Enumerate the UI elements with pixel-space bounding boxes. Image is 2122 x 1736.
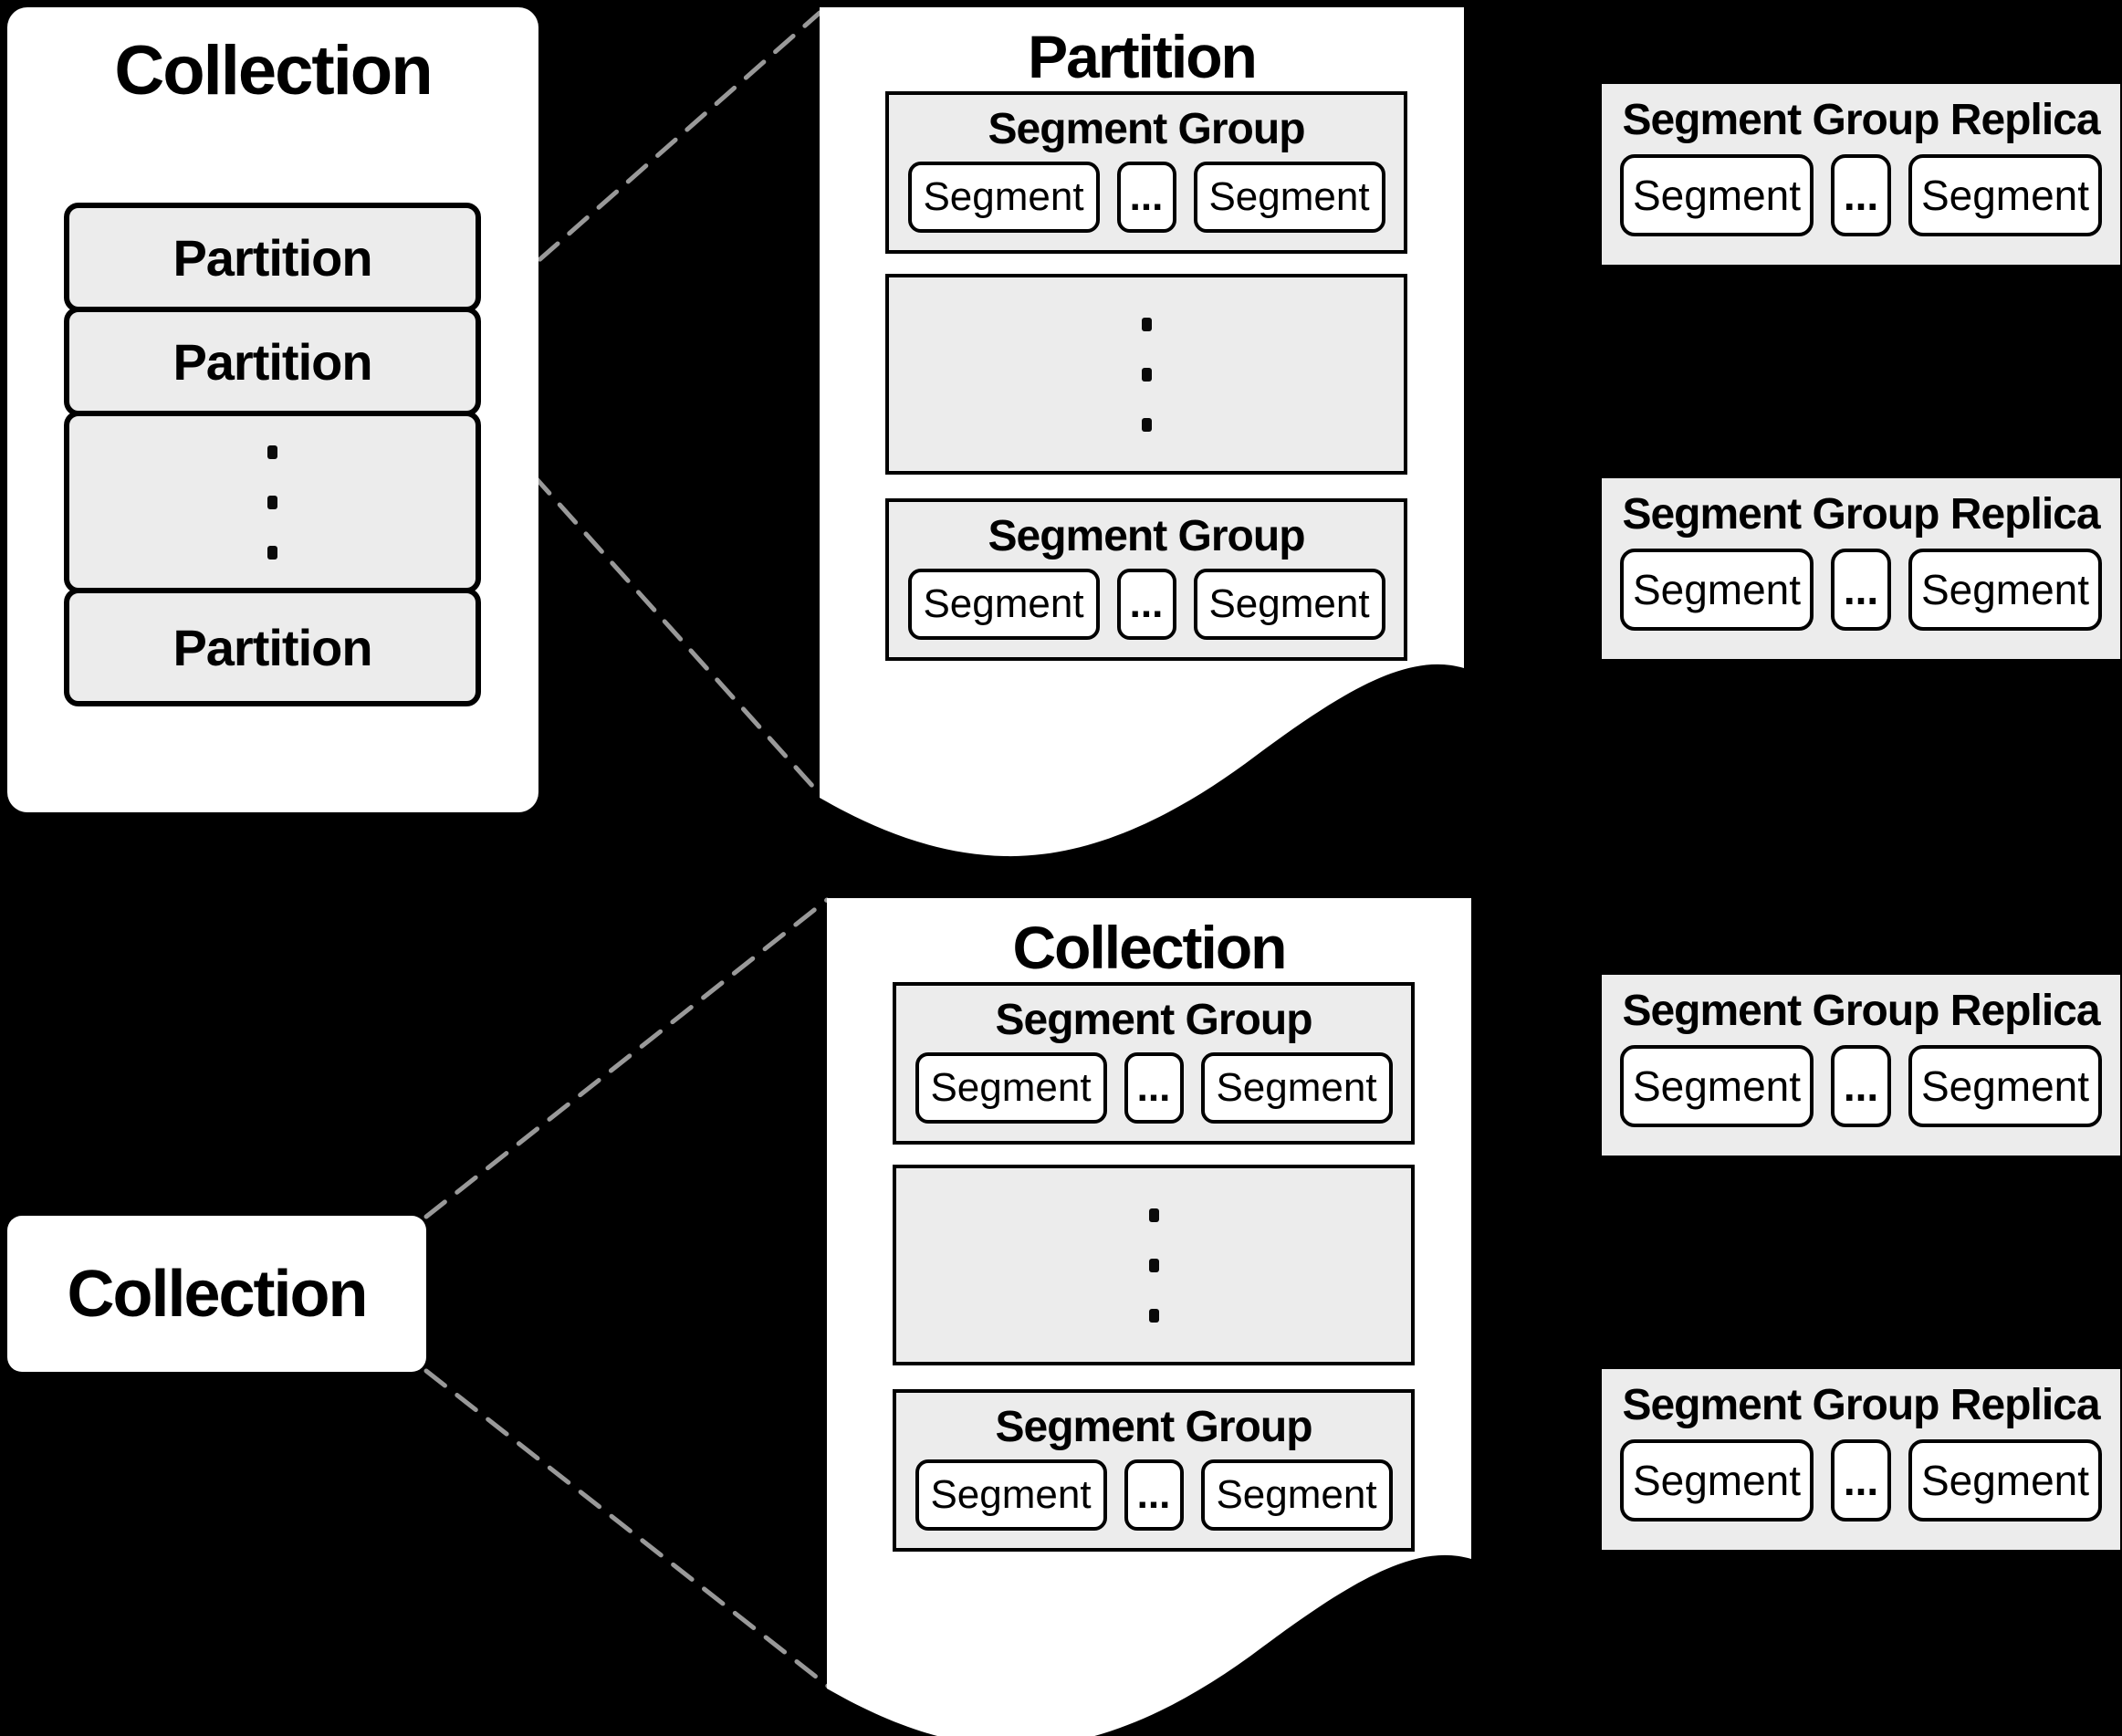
ellipsis-box: ...: [1831, 1439, 1891, 1522]
segment-box: Segment: [1620, 1045, 1814, 1127]
replica-title: Segment Group Replica: [1622, 1381, 2100, 1429]
segment-box: Segment: [1908, 154, 2102, 236]
partition-label: Partition: [172, 618, 372, 676]
ellipsis-box: ...: [1116, 569, 1176, 640]
segment-group-box: Segment Group Segment ... Segment: [885, 498, 1407, 661]
segment-box: Segment: [1620, 154, 1814, 236]
partition-stack: Partition Partition Partition: [64, 203, 481, 706]
partition-box: Partition: [64, 203, 481, 312]
segment-box: Segment: [1193, 162, 1385, 233]
segment-group-replica-box: Segment Group Replica Segment ... Segmen…: [1602, 478, 2120, 659]
partition-detail-title: Partition: [1028, 23, 1258, 90]
segment-group-title: Segment Group: [988, 512, 1305, 560]
segment-group-title: Segment Group: [995, 1403, 1312, 1451]
segment-box: Segment: [1620, 1439, 1814, 1522]
segment-box: Segment: [1908, 1439, 2102, 1522]
segment-row: Segment ... Segment: [1602, 549, 2120, 631]
segment-box: Segment: [915, 1459, 1107, 1531]
segment-group-replica-box: Segment Group Replica Segment ... Segmen…: [1602, 1369, 2120, 1550]
ellipsis-box: ...: [1116, 162, 1176, 233]
ellipsis-box: ...: [1831, 154, 1891, 236]
collection-box: Collection: [7, 1216, 426, 1372]
replica-title: Segment Group Replica: [1622, 96, 2100, 144]
collection-panel: Collection Partition Partition Partition: [7, 7, 538, 812]
replica-title: Segment Group Replica: [1622, 987, 2100, 1035]
partition-label: Partition: [172, 332, 372, 391]
ellipsis-dot: [1148, 1258, 1159, 1272]
ellipsis-box: ...: [1831, 549, 1891, 631]
segment-box: Segment: [1200, 1052, 1393, 1124]
segment-box: Segment: [1908, 549, 2102, 631]
ellipsis-box: ...: [1124, 1052, 1184, 1124]
segment-box: Segment: [915, 1052, 1107, 1124]
collection-box-title: Collection: [67, 1257, 368, 1331]
segment-group-replica-box: Segment Group Replica Segment ... Segmen…: [1602, 84, 2120, 265]
ellipsis-dot: [267, 495, 277, 509]
vertical-ellipsis-box: [885, 274, 1407, 475]
ellipsis-dot: [1141, 367, 1152, 382]
segment-box: Segment: [1908, 1045, 2102, 1127]
vertical-ellipsis-box: [64, 411, 481, 593]
segment-row: Segment ... Segment: [889, 569, 1404, 640]
partition-box: Partition: [64, 588, 481, 706]
segment-row: Segment ... Segment: [1602, 1045, 2120, 1127]
segment-group-title: Segment Group: [995, 996, 1312, 1044]
ellipsis-dot: [1141, 317, 1152, 331]
collection-panel-title: Collection: [114, 32, 433, 110]
segment-row: Segment ... Segment: [896, 1052, 1411, 1124]
segment-group-box: Segment Group Segment ... Segment: [893, 982, 1415, 1145]
ellipsis-box: ...: [1831, 1045, 1891, 1127]
ellipsis-dot: [1148, 1308, 1159, 1323]
segment-row: Segment ... Segment: [896, 1459, 1411, 1531]
segment-group-box: Segment Group Segment ... Segment: [893, 1389, 1415, 1552]
segment-box: Segment: [907, 162, 1100, 233]
connector-collection-bottom: [423, 1368, 831, 1689]
connector-collection-top: [423, 897, 830, 1219]
vertical-ellipsis-box: [893, 1165, 1415, 1365]
segment-group-title: Segment Group: [988, 105, 1305, 153]
segment-group-replica-box: Segment Group Replica Segment ... Segmen…: [1602, 975, 2120, 1156]
segment-row: Segment ... Segment: [1602, 154, 2120, 236]
ellipsis-dot: [267, 545, 277, 559]
segment-box: Segment: [1193, 569, 1385, 640]
segment-box: Segment: [1200, 1459, 1393, 1531]
segment-group-box: Segment Group Segment ... Segment: [885, 91, 1407, 254]
segment-box: Segment: [907, 569, 1100, 640]
ellipsis-dot: [1148, 1208, 1159, 1222]
ellipsis-dot: [1141, 417, 1152, 432]
segment-row: Segment ... Segment: [1602, 1439, 2120, 1522]
ellipsis-dot: [267, 444, 277, 459]
partition-box: Partition: [64, 307, 481, 416]
partition-label: Partition: [172, 228, 372, 287]
segment-box: Segment: [1620, 549, 1814, 631]
partition-detail-panel: Partition Segment Group Segment ... Segm…: [820, 7, 1464, 867]
segment-row: Segment ... Segment: [889, 162, 1404, 233]
collection-detail-panel: Collection Segment Group Segment ... Seg…: [827, 898, 1471, 1736]
collection-detail-title: Collection: [1012, 914, 1287, 981]
replica-title: Segment Group Replica: [1622, 490, 2100, 539]
ellipsis-box: ...: [1124, 1459, 1184, 1531]
